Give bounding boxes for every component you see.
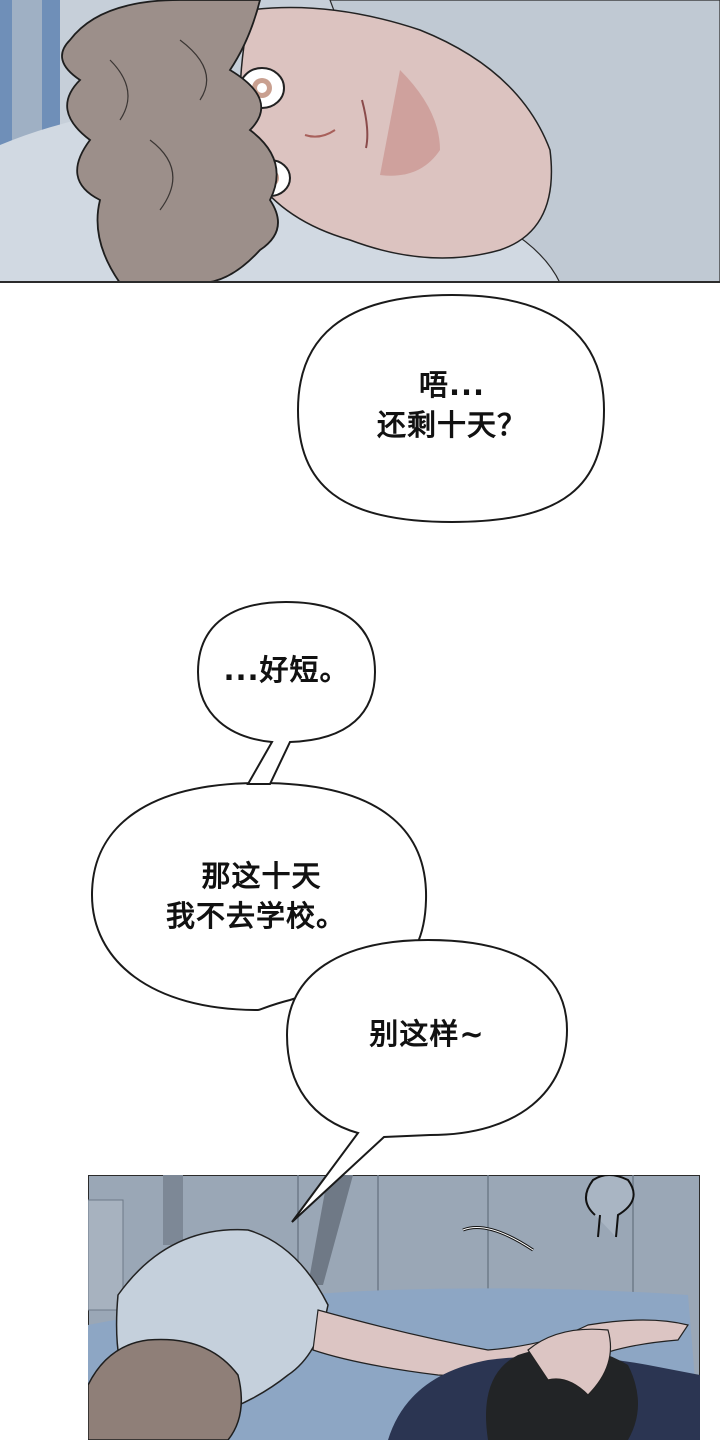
panel-1-illustration	[0, 0, 720, 283]
comic-panel-1	[0, 0, 720, 283]
bubble-2-text: ...好短。	[223, 653, 350, 687]
panel-2-illustration	[88, 1175, 700, 1440]
bubble-1-text: 唔... 还剩十天？	[376, 368, 527, 442]
bubble-3-text: 那这十天 我不去学校。	[165, 859, 346, 933]
bubble-4-text: 别这样~	[369, 1017, 485, 1051]
bubble-2-shape	[196, 600, 377, 785]
comic-panel-2	[88, 1175, 700, 1440]
